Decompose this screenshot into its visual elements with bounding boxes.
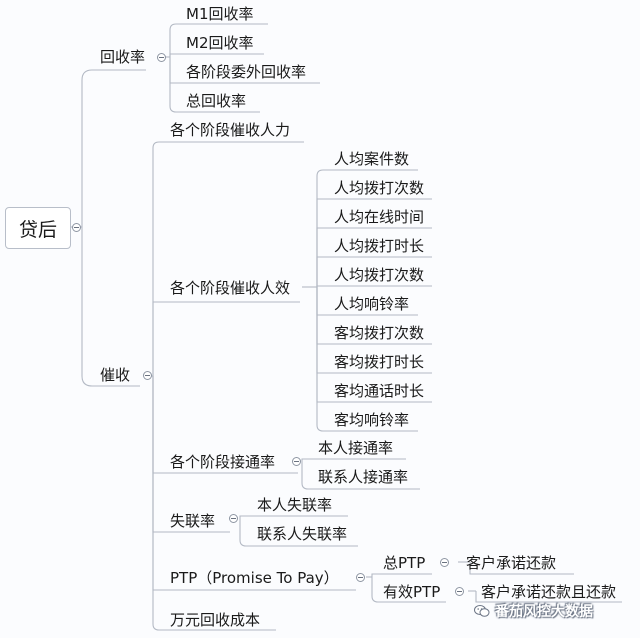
root-node[interactable]: 贷后	[5, 207, 71, 249]
ptp-node[interactable]: PTP（Promise To Pay）	[170, 569, 339, 587]
efficiency-item[interactable]: 人均拨打时长	[334, 237, 425, 255]
efficiency-item[interactable]: 客均拨打时长	[334, 353, 425, 371]
collection-node[interactable]: 催收	[100, 366, 131, 384]
efficiency-item[interactable]: 客均响铃率	[334, 411, 410, 429]
cost-node[interactable]: 万元回收成本	[170, 611, 261, 629]
watermark: 番茄风控大数据	[474, 601, 593, 621]
recovery-m2-node[interactable]: M2回收率	[186, 34, 254, 52]
collapse-connect-icon[interactable]	[292, 457, 301, 466]
wechat-icon	[474, 605, 490, 617]
recovery-m1-node[interactable]: M1回收率	[186, 5, 254, 23]
collapse-ptp-valid-icon[interactable]	[455, 587, 464, 596]
connect-rate-node[interactable]: 各个阶段接通率	[170, 453, 276, 471]
efficiency-item[interactable]: 人均拨打次数	[334, 179, 425, 197]
collapse-lost-icon[interactable]	[229, 514, 238, 523]
recovery-outsource-node[interactable]: 各阶段委外回收率	[186, 63, 307, 81]
efficiency-item[interactable]: 人均响铃率	[334, 295, 410, 313]
collapse-collection-icon[interactable]	[143, 371, 152, 380]
connect-self-node[interactable]: 本人接通率	[318, 439, 394, 457]
recovery-node[interactable]: 回收率	[100, 48, 146, 66]
efficiency-item[interactable]: 人均在线时间	[334, 208, 425, 226]
ptp-total-node[interactable]: 总PTP	[383, 554, 426, 572]
efficiency-item[interactable]: 客均通话时长	[334, 382, 425, 400]
efficiency-item[interactable]: 客均拨打次数	[334, 324, 425, 342]
collapse-ptp-total-icon[interactable]	[440, 558, 449, 567]
collapse-ptp-icon[interactable]	[356, 573, 365, 582]
collapse-recovery-icon[interactable]	[157, 53, 166, 62]
efficiency-item[interactable]: 人均案件数	[334, 150, 410, 168]
lost-rate-node[interactable]: 失联率	[170, 512, 216, 530]
collapse-root-icon[interactable]	[72, 223, 81, 232]
ptp-valid-detail-node[interactable]: 客户承诺还款且还款	[481, 583, 617, 601]
efficiency-node[interactable]: 各个阶段催收人效	[170, 279, 291, 297]
efficiency-item[interactable]: 人均拨打次数	[334, 266, 425, 284]
recovery-total-node[interactable]: 总回收率	[186, 92, 247, 110]
staff-node[interactable]: 各个阶段催收人力	[170, 121, 291, 139]
lost-self-node[interactable]: 本人失联率	[257, 496, 333, 514]
ptp-valid-node[interactable]: 有效PTP	[383, 583, 441, 601]
watermark-text: 番茄风控大数据	[495, 604, 593, 620]
lost-contact-node[interactable]: 联系人失联率	[257, 525, 348, 543]
ptp-total-detail-node[interactable]: 客户承诺还款	[466, 554, 557, 572]
connect-contact-node[interactable]: 联系人接通率	[318, 468, 409, 486]
